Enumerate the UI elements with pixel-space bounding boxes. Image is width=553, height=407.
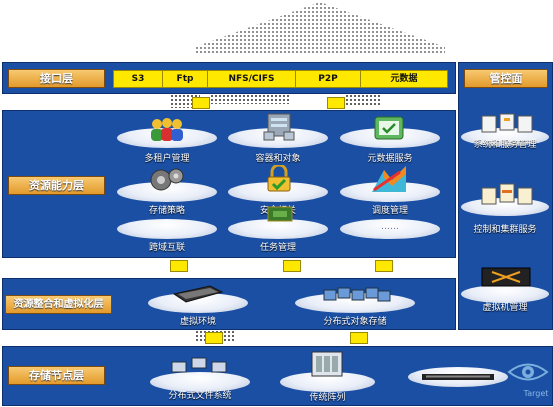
disc [228, 219, 328, 239]
item-multitenant: 多租户管理 [144, 154, 190, 164]
mgmt-label: 管控面 [464, 69, 548, 88]
virtual-layer-label: 资源整合和虚拟化层 [5, 295, 112, 314]
disc [150, 372, 250, 392]
disc [280, 372, 375, 392]
disc [148, 293, 248, 313]
item-system-service: 系统和服务管理 [473, 140, 537, 150]
item-cluster-service: 控制和集群服务 [473, 225, 537, 235]
schedule-chart-icon [372, 166, 406, 192]
virtual-env-server-icon [172, 285, 224, 303]
connector-dots [345, 94, 380, 106]
protocol-p2p: P2P [295, 70, 361, 88]
disc [117, 219, 217, 239]
item-traditional-array: 传统阵列 [309, 393, 346, 403]
disc [228, 182, 328, 202]
vm-management-icon [481, 267, 531, 287]
task-chip-icon [267, 206, 293, 222]
roof-arrow [195, 2, 445, 54]
metadata-service-icon [374, 116, 404, 140]
item-task-management: 任务管理 [259, 243, 296, 253]
distributed-fs-icon [171, 357, 227, 373]
eye-logo-icon [507, 363, 549, 381]
connector-block [283, 260, 301, 272]
item-virtual-env: 虚拟环境 [179, 317, 216, 327]
cluster-service-icon [481, 183, 533, 205]
object-storage-icon [323, 287, 391, 302]
protocol-ftp: Ftp [162, 70, 208, 88]
connector-block [170, 260, 188, 272]
users-icon [151, 118, 183, 141]
item-distributed-object: 分布式对象存储 [323, 317, 387, 327]
item-container-object: 容器和对象 [255, 154, 301, 164]
watermark-text: Target [523, 389, 549, 398]
storage-blade-icon [422, 374, 494, 380]
item-distributed-fs: 分布式文件系统 [168, 391, 232, 401]
storage-layer-label: 存储节点层 [8, 366, 105, 385]
item-cross-domain: 跨域互联 [148, 243, 185, 253]
disc [340, 219, 440, 239]
protocol-metadata: 元数据 [360, 70, 448, 88]
connector-block [327, 97, 345, 109]
item-storage-policy: 存储策略 [148, 206, 185, 216]
gears-icon [150, 168, 184, 191]
item-vm-management: 虚拟机管理 [482, 303, 528, 313]
protocol-nfs-cifs: NFS/CIFS [207, 70, 296, 88]
connector-block [350, 332, 368, 344]
item-metadata-service: 元数据服务 [367, 154, 413, 164]
disc [117, 182, 217, 202]
connector-dots [210, 94, 290, 104]
item-scheduling: 调度管理 [371, 206, 408, 216]
server-container-icon [263, 113, 295, 141]
protocol-s3: S3 [113, 70, 163, 88]
item-more: …… [381, 222, 399, 232]
resource-layer-label: 资源能力层 [8, 176, 105, 195]
connector-block [192, 97, 210, 109]
disc [228, 128, 328, 148]
security-lock-icon [267, 165, 291, 192]
connector-block [205, 332, 223, 344]
interface-layer-label: 接口层 [8, 69, 105, 88]
connector-block [375, 260, 393, 272]
system-service-icon [481, 113, 533, 133]
disc [461, 285, 549, 303]
traditional-array-icon [311, 351, 343, 377]
